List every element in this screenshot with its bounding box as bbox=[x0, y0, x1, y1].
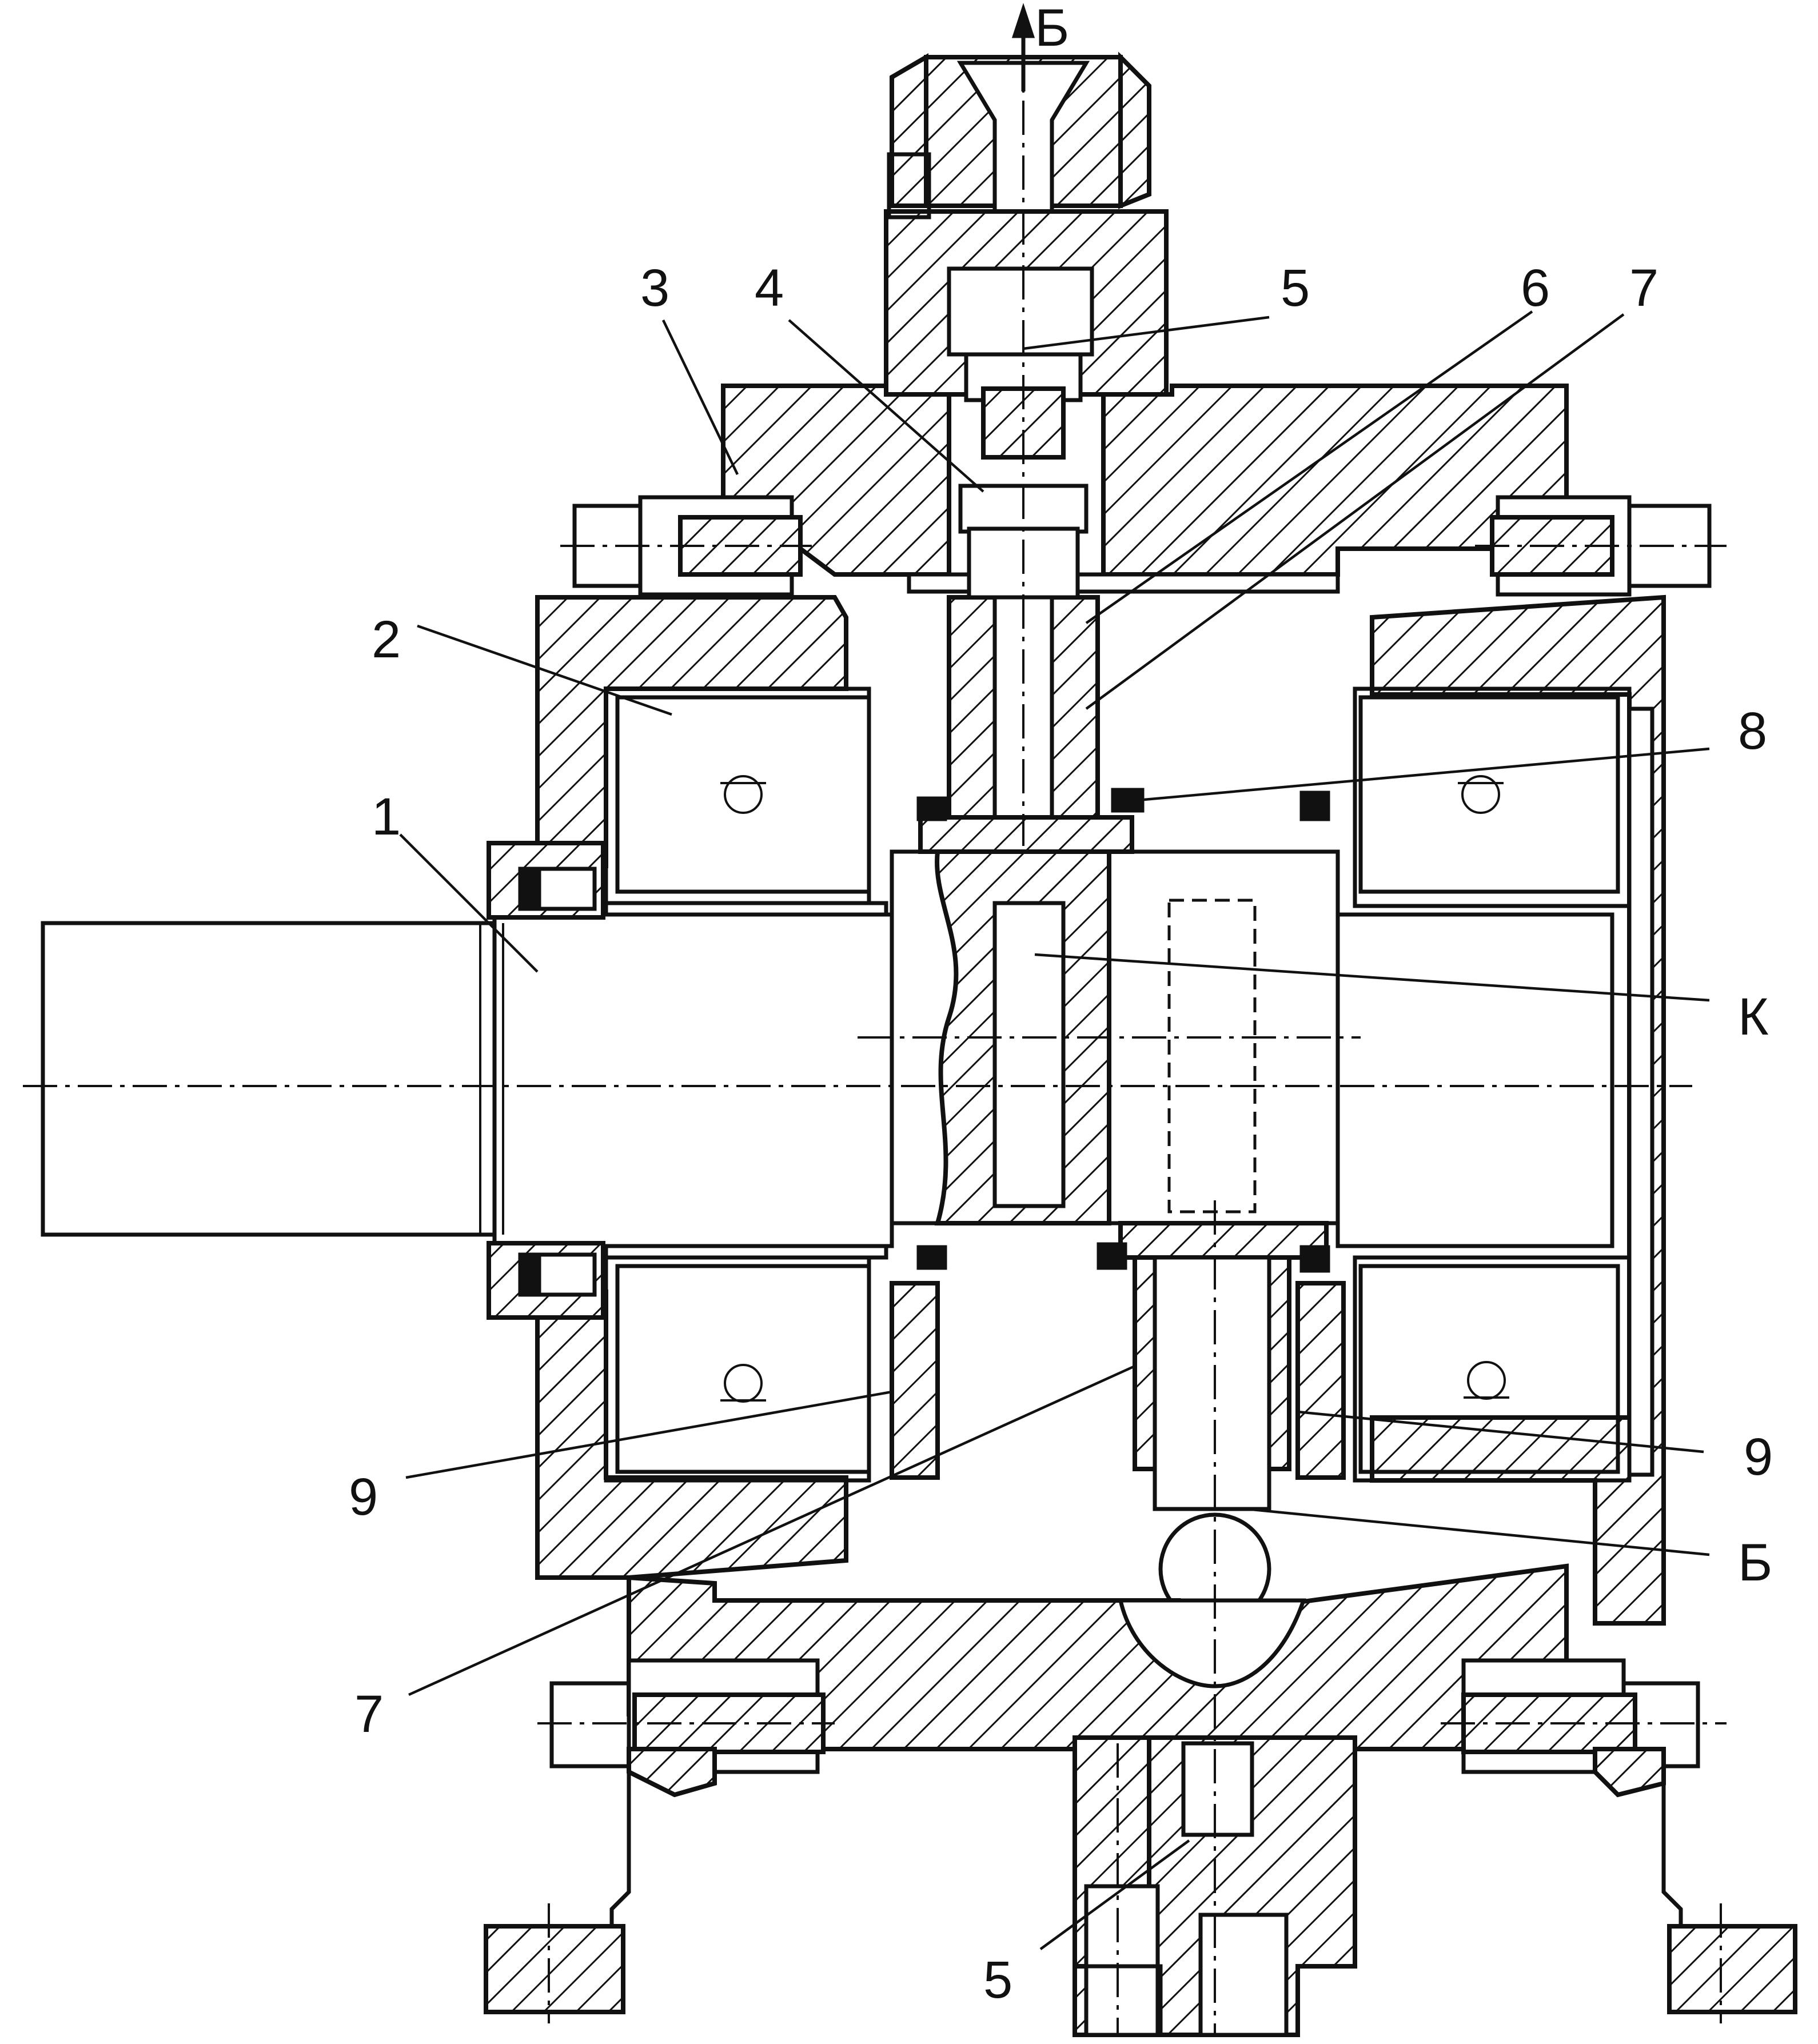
label-b-bottom: Б bbox=[1738, 1534, 1772, 1592]
eccentric-block bbox=[858, 849, 1361, 1225]
bottom-inlet-fitting bbox=[1073, 1735, 1357, 2037]
upper-cover bbox=[721, 384, 1569, 594]
label-6: 6 bbox=[1521, 259, 1550, 317]
bearing-top-right bbox=[1353, 686, 1632, 908]
label-5-bottom: 5 bbox=[983, 1951, 1012, 2009]
label-5-top: 5 bbox=[1281, 259, 1310, 317]
upper-right-bolt bbox=[1475, 495, 1727, 597]
label-9-left: 9 bbox=[349, 1468, 378, 1526]
bearing-top-left bbox=[604, 686, 871, 908]
lower-cover bbox=[627, 1563, 1569, 1751]
shaft-seal-left bbox=[487, 841, 605, 1320]
label-2: 2 bbox=[372, 610, 401, 669]
part-labels: Б 3 4 5 6 7 2 8 1 К 9 9 Б 7 5 bbox=[349, 0, 1773, 2009]
top-outlet-fitting bbox=[884, 51, 1169, 402]
leader-lines bbox=[399, 310, 1710, 1950]
upper-left-bolt bbox=[560, 495, 812, 597]
drive-shaft bbox=[41, 901, 1614, 1260]
flow-arrow-top bbox=[1011, 3, 1035, 91]
lower-right-bolt bbox=[1441, 1658, 1727, 1774]
label-1: 1 bbox=[372, 788, 401, 846]
label-4: 4 bbox=[755, 259, 784, 317]
bearing-bottom-left bbox=[604, 1255, 871, 1483]
base-feet bbox=[484, 1747, 1797, 2023]
label-top-arrow: Б bbox=[1035, 0, 1069, 57]
label-7-bottom: 7 bbox=[354, 1685, 384, 1743]
label-9-right: 9 bbox=[1744, 1428, 1773, 1486]
pump-housing bbox=[535, 594, 1666, 1626]
label-3: 3 bbox=[640, 259, 669, 317]
bearing-bottom-right bbox=[1353, 1255, 1632, 1483]
label-k: К bbox=[1738, 988, 1769, 1046]
bottom-plunger-assembly bbox=[890, 1221, 1346, 1626]
label-7-top: 7 bbox=[1629, 259, 1658, 317]
label-8: 8 bbox=[1738, 702, 1767, 760]
lower-left-bolt bbox=[537, 1658, 835, 1774]
